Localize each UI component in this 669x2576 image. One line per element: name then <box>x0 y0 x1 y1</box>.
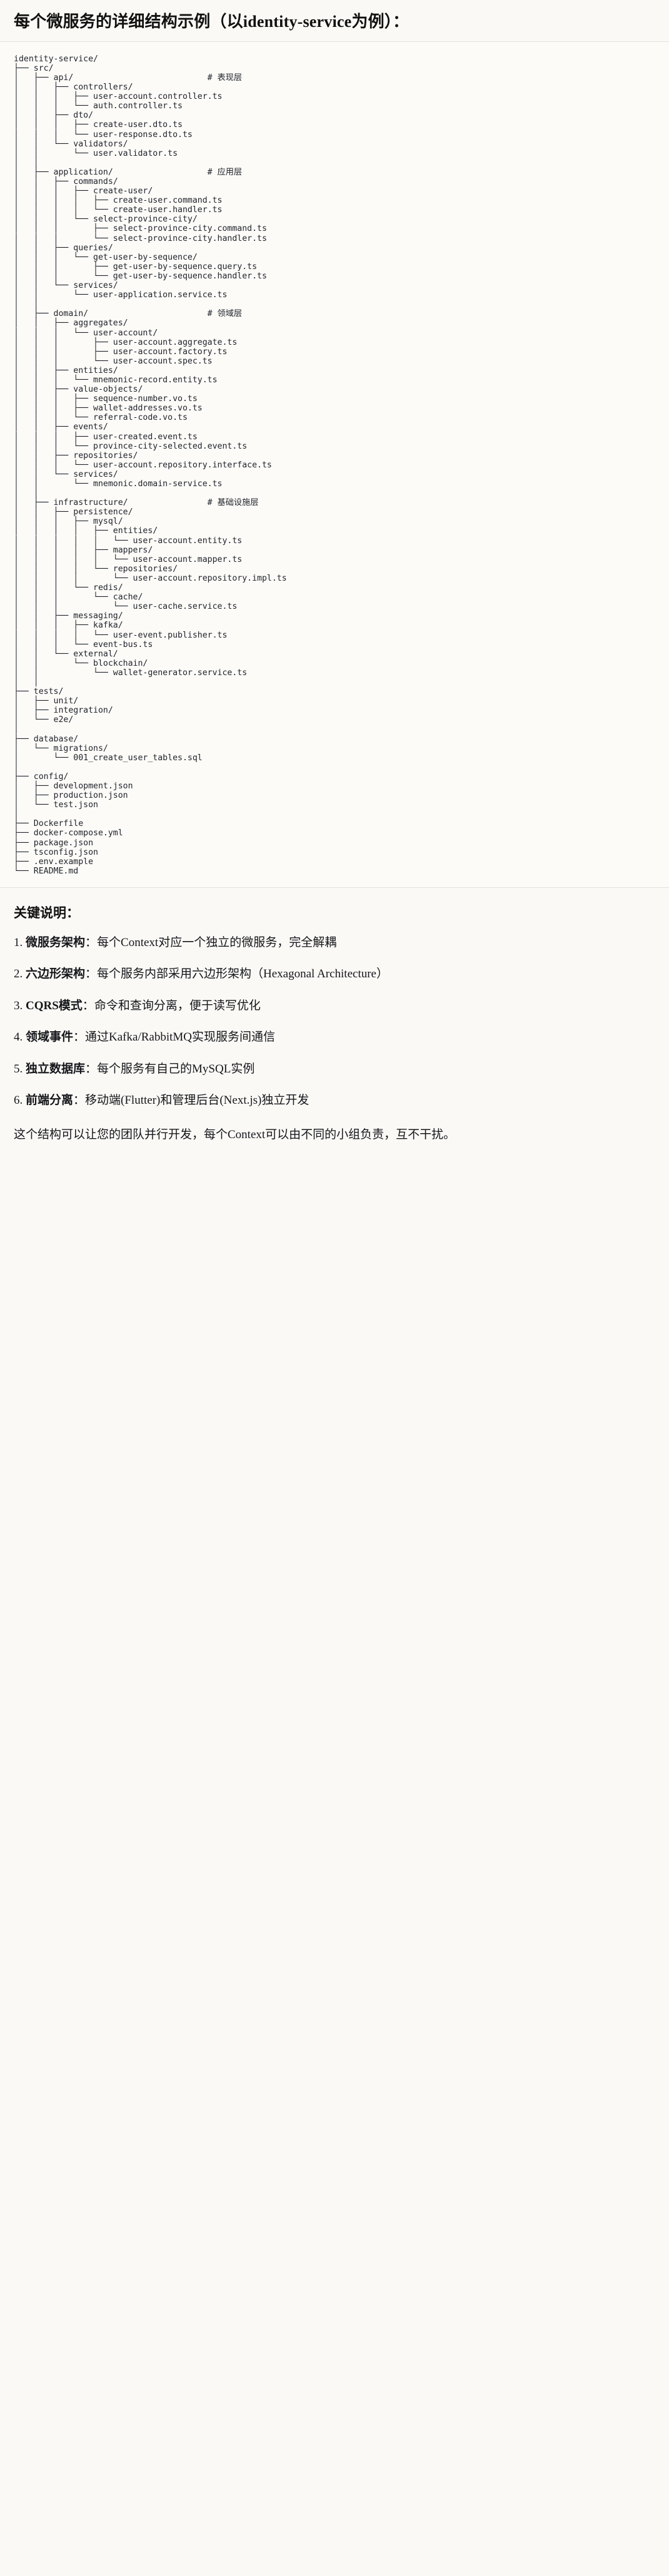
key-point-separator: ： <box>85 967 98 981</box>
key-point-item: 5. 独立数据库：每个服务有自己的MySQL实例 <box>14 1061 655 1079</box>
key-point-item: 1. 微服务架构：每个Context对应一个独立的微服务，完全解耦 <box>14 934 655 952</box>
key-point-number: 6. <box>14 1094 23 1107</box>
document-page: 每个微服务的详细结构示例（以identity-service为例）： ident… <box>0 0 669 1161</box>
key-point-text: 每个服务内部采用六边形架构（Hexagonal Architecture） <box>97 967 388 981</box>
key-point-number: 3. <box>14 999 23 1012</box>
key-point-label: 微服务架构 <box>26 935 86 949</box>
key-point-item: 4. 领域事件：通过Kafka/RabbitMQ实现服务间通信 <box>14 1029 655 1047</box>
key-point-text: 移动端(Flutter)和管理后台(Next.js)独立开发 <box>85 1094 309 1107</box>
key-point-separator: ： <box>85 1062 98 1076</box>
key-point-item: 3. CQRS模式：命令和查询分离，便于读写优化 <box>14 997 655 1016</box>
key-point-text: 每个Context对应一个独立的微服务，完全解耦 <box>97 935 337 949</box>
key-point-item: 2. 六边形架构：每个服务内部采用六边形架构（Hexagonal Archite… <box>14 965 655 984</box>
key-point-number: 5. <box>14 1062 23 1076</box>
key-point-separator: ： <box>82 999 94 1012</box>
key-point-label: 前端分离 <box>26 1094 74 1107</box>
header-divider <box>0 41 669 42</box>
key-point-number: 2. <box>14 967 23 981</box>
key-point-label: CQRS模式 <box>26 999 83 1012</box>
key-point-text: 命令和查询分离，便于读写优化 <box>94 999 261 1012</box>
key-points-title: 关键说明： <box>14 905 79 920</box>
key-point-number: 4. <box>14 1031 23 1044</box>
key-point-label: 领域事件 <box>26 1031 74 1044</box>
key-point-label: 六边形架构 <box>26 967 86 981</box>
key-point-number: 1. <box>14 935 23 949</box>
key-point-text: 每个服务有自己的MySQL实例 <box>97 1062 255 1076</box>
directory-tree-block: identity-service/ ├── src/ │ ├── api/ # … <box>0 41 669 887</box>
page-title: 每个微服务的详细结构示例（以identity-service为例）： <box>14 13 410 31</box>
key-point-separator: ： <box>73 1031 86 1044</box>
closing-paragraph: 这个结构可以让您的团队并行开发，每个Context可以由不同的小组负责，互不干扰… <box>14 1128 456 1141</box>
directory-tree: identity-service/ ├── src/ │ ├── api/ # … <box>14 54 287 876</box>
key-point-separator: ： <box>73 1094 86 1107</box>
key-point-separator: ： <box>85 935 98 949</box>
key-point-item: 6. 前端分离：移动端(Flutter)和管理后台(Next.js)独立开发 <box>14 1092 655 1110</box>
key-point-text: 通过Kafka/RabbitMQ实现服务间通信 <box>85 1031 276 1044</box>
key-point-label: 独立数据库 <box>26 1062 86 1076</box>
tree-divider <box>0 887 669 888</box>
